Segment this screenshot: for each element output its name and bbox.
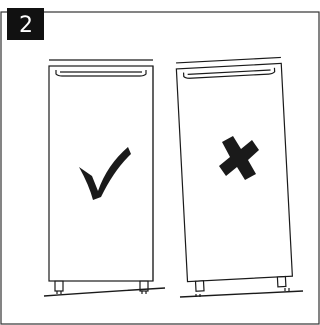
floor-right [179,290,304,298]
floor-left [43,287,166,297]
figure-frame [0,11,320,325]
step-number: 2 [19,13,33,38]
fridge-tilted-handle [182,67,276,79]
fridge-tilted-foot-right [276,275,287,288]
fridge-upright-body [48,65,154,282]
fridge-upright [43,59,166,297]
fridge-tilted-foot-left [194,280,205,292]
fridge-tilted-top-edge [176,56,281,64]
step-badge: 2 [7,8,44,40]
fridge-upright-handle [55,70,147,77]
cross-icon [219,136,259,180]
fridge-upright-foot-left [54,280,64,292]
step-badge-background [7,8,44,40]
fridge-tilted-handle-inner [187,69,271,75]
fridge-tilted [175,56,294,292]
fridge-tilted-body [175,62,294,283]
checkmark-icon [79,147,131,200]
fridge-upright-foot-right [139,280,149,292]
